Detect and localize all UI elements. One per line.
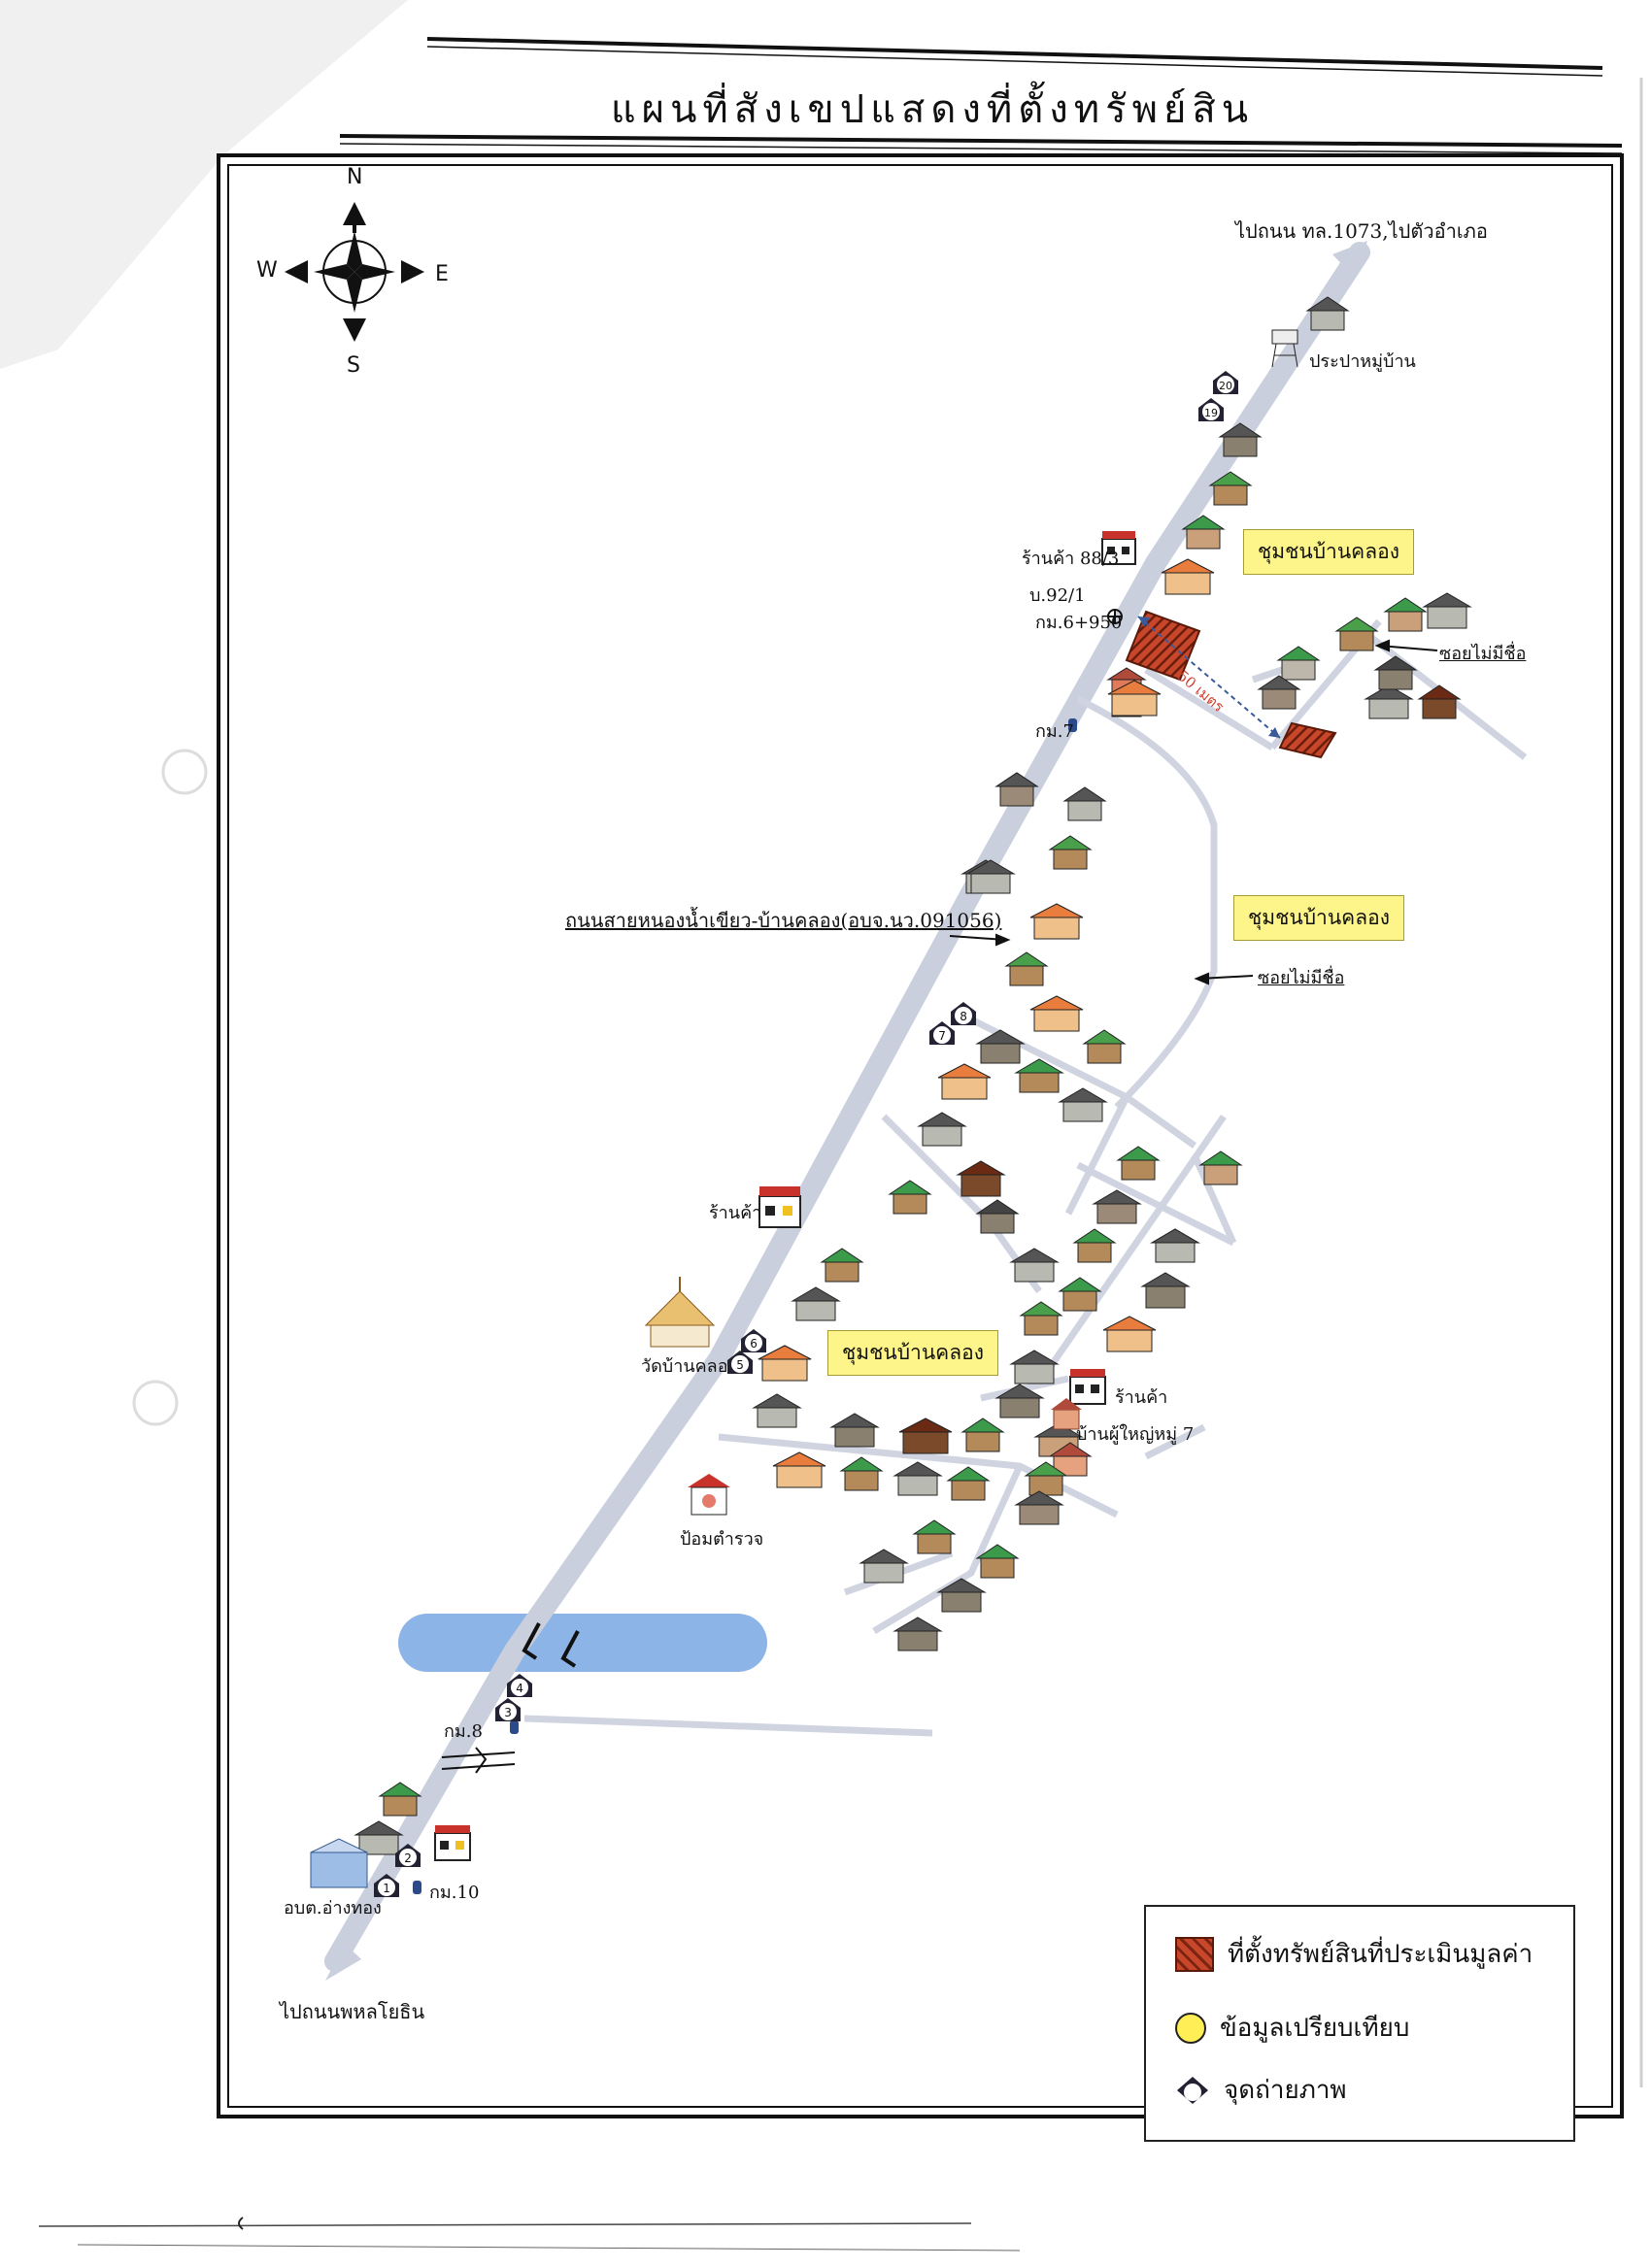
- shop-icon-883: [1101, 531, 1136, 565]
- label-unnamed-soi-1: ซอยไม่มีชื่อ: [1439, 644, 1527, 664]
- legend-comparison-label: ข้อมูลเปรียบเทียบ: [1220, 2014, 1410, 2043]
- legend-row-asset: ที่ตั้งทรัพย์สินที่ประเมินมูลค่า: [1175, 1934, 1533, 1974]
- compass-s: S: [347, 353, 360, 378]
- community-box-3: ชุมชนบ้านคลอง: [827, 1330, 998, 1376]
- legend-comparison-swatch: [1175, 2012, 1206, 2044]
- map-legend: ที่ตั้งทรัพย์สินที่ประเมินมูลค่า ข้อมูลเ…: [1144, 1905, 1575, 2142]
- community-box-1: ชุมชนบ้านคลอง: [1243, 529, 1414, 575]
- lake: [398, 1614, 767, 1672]
- sao-building-icon: [310, 1838, 368, 1888]
- main-road: [324, 242, 1370, 1972]
- houses: [354, 296, 1472, 1855]
- compass-n: N: [347, 165, 363, 189]
- road-break: [441, 1747, 516, 1774]
- label-to-phahonyothin: ไปถนนพหลโยธิน: [280, 2000, 425, 2023]
- label-to-district: ไปถนน ทล.1073,ไปตัวอำเภอ: [1235, 219, 1488, 243]
- label-sao: อบต.อ่างทอง: [284, 1898, 382, 1918]
- bridge: [522, 1622, 580, 1668]
- map-title: แผนที่สังเขปแสดงที่ตั้งทรัพย์สิน: [610, 87, 1255, 132]
- label-main-road: ถนนสายหนองน้ำเขียว-บ้านคลอง(อบจ.นว.09105…: [565, 909, 1002, 932]
- asset-parcel-1: [1125, 610, 1201, 682]
- title-rule-top: [426, 37, 1603, 70]
- compass-rose: [285, 202, 424, 342]
- compass-w: W: [256, 258, 278, 283]
- scan-edge-left: [0, 0, 408, 369]
- legend-photo-point-icon: [1177, 2076, 1208, 2104]
- legend-asset-swatch: [1175, 1936, 1214, 1972]
- temple-icon: [644, 1277, 716, 1348]
- road-arrow-north: [1332, 241, 1367, 278]
- label-police-box: ป้อมตำรวจ: [680, 1529, 764, 1550]
- community-box-2: ชุมชนบ้านคลอง: [1233, 895, 1404, 941]
- label-km-6950: กม.6+950: [1035, 613, 1123, 633]
- km-markers: [413, 609, 1123, 1894]
- village-head-house-icon: [1051, 1398, 1082, 1430]
- label-km10: กม.10: [429, 1883, 480, 1903]
- frame-outer: [217, 153, 1624, 2118]
- frame-inner: [227, 164, 1613, 2108]
- label-pointers: [949, 639, 1438, 985]
- asset-parcel-2: [1278, 721, 1337, 759]
- title-rule-top-thin: [426, 46, 1603, 77]
- police-box-icon: [688, 1474, 730, 1516]
- label-shop-1: ร้านค้า: [709, 1203, 762, 1223]
- shop-icon-2: [1069, 1369, 1106, 1405]
- label-temple: วัดบ้านคลอง: [641, 1356, 737, 1377]
- compass-e: E: [435, 262, 449, 286]
- legend-asset-label: ที่ตั้งทรัพย์สินที่ประเมินมูลค่า: [1228, 1940, 1533, 1969]
- label-village-head: บ้านผู้ใหญ่หมู่ 7: [1076, 1424, 1195, 1445]
- legend-photo-point-label: จุดถ่ายภาพ: [1224, 2076, 1347, 2105]
- label-house-921: บ.92/1: [1029, 585, 1086, 606]
- shop-icon-3: [434, 1825, 471, 1861]
- legend-row-comparison: ข้อมูลเปรียบเทียบ: [1175, 2008, 1409, 2048]
- label-shop-2: ร้านค้า: [1115, 1387, 1168, 1408]
- title-rule-bottom-thin: [339, 143, 1623, 154]
- label-water-tower: ประปาหมู่บ้าน: [1309, 351, 1416, 372]
- legend-row-photo-point: จุดถ่ายภาพ: [1175, 2070, 1347, 2110]
- label-unnamed-soi-2: ซอยไม่มีชื่อ: [1258, 968, 1345, 988]
- shop-icon-1: [758, 1186, 801, 1228]
- side-roads: [523, 618, 1528, 1737]
- label-shop-883: ร้านค้า 88/3: [1022, 549, 1120, 569]
- label-km8: กม.8: [444, 1721, 483, 1742]
- water-tower-icon: [1271, 329, 1298, 368]
- title-rule-bottom: [339, 134, 1623, 148]
- road-arrow-south: [325, 1944, 361, 1981]
- label-km7: กม.7: [1035, 721, 1074, 742]
